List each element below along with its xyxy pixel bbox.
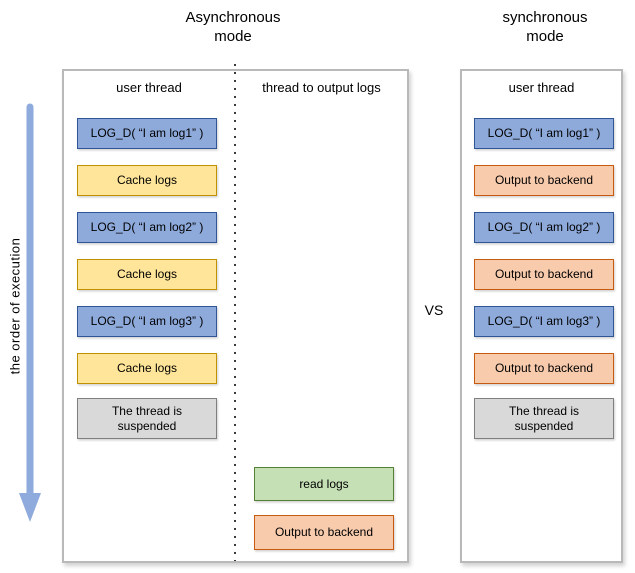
sync-suspended-box: The thread is suspended bbox=[474, 398, 614, 439]
sync-log3-box: LOG_D( “I am log3” ) bbox=[474, 306, 614, 337]
sync-output3-box: Output to backend bbox=[474, 353, 614, 384]
async-cache2-box: Cache logs bbox=[77, 259, 217, 290]
sync-panel: user thread LOG_D( “I am log1” ) Output … bbox=[460, 69, 623, 563]
async-log3-box: LOG_D( “I am log3” ) bbox=[77, 306, 217, 337]
sync-log1-box: LOG_D( “I am log1” ) bbox=[474, 118, 614, 149]
async-output-backend-box: Output to backend bbox=[254, 515, 394, 550]
async-panel: user thread thread to output logs LOG_D(… bbox=[62, 64, 409, 563]
execution-order-arrow-icon bbox=[19, 103, 41, 522]
sync-log2-box: LOG_D( “I am log2” ) bbox=[474, 212, 614, 243]
async-log2-box: LOG_D( “I am log2” ) bbox=[77, 212, 217, 243]
execution-order-label: the order of execution bbox=[7, 237, 23, 375]
async-mode-title: Asynchronous mode bbox=[185, 9, 281, 45]
async-user-thread-header: user thread bbox=[116, 80, 182, 95]
async-suspended-box: The thread is suspended bbox=[77, 398, 217, 439]
async-cache3-box: Cache logs bbox=[77, 353, 217, 384]
sync-output1-box: Output to backend bbox=[474, 165, 614, 196]
async-read-logs-box: read logs bbox=[254, 467, 394, 501]
sync-user-thread-header: user thread bbox=[508, 80, 575, 95]
async-output-thread-header: thread to output logs bbox=[262, 80, 381, 95]
async-log1-box: LOG_D( “I am log1” ) bbox=[77, 118, 217, 149]
async-cache1-box: Cache logs bbox=[77, 165, 217, 196]
sync-mode-title: synchronous mode bbox=[502, 9, 588, 45]
thread-divider-dotted-line bbox=[234, 64, 236, 561]
sync-output2-box: Output to backend bbox=[474, 259, 614, 290]
vs-label: VS bbox=[424, 302, 444, 318]
